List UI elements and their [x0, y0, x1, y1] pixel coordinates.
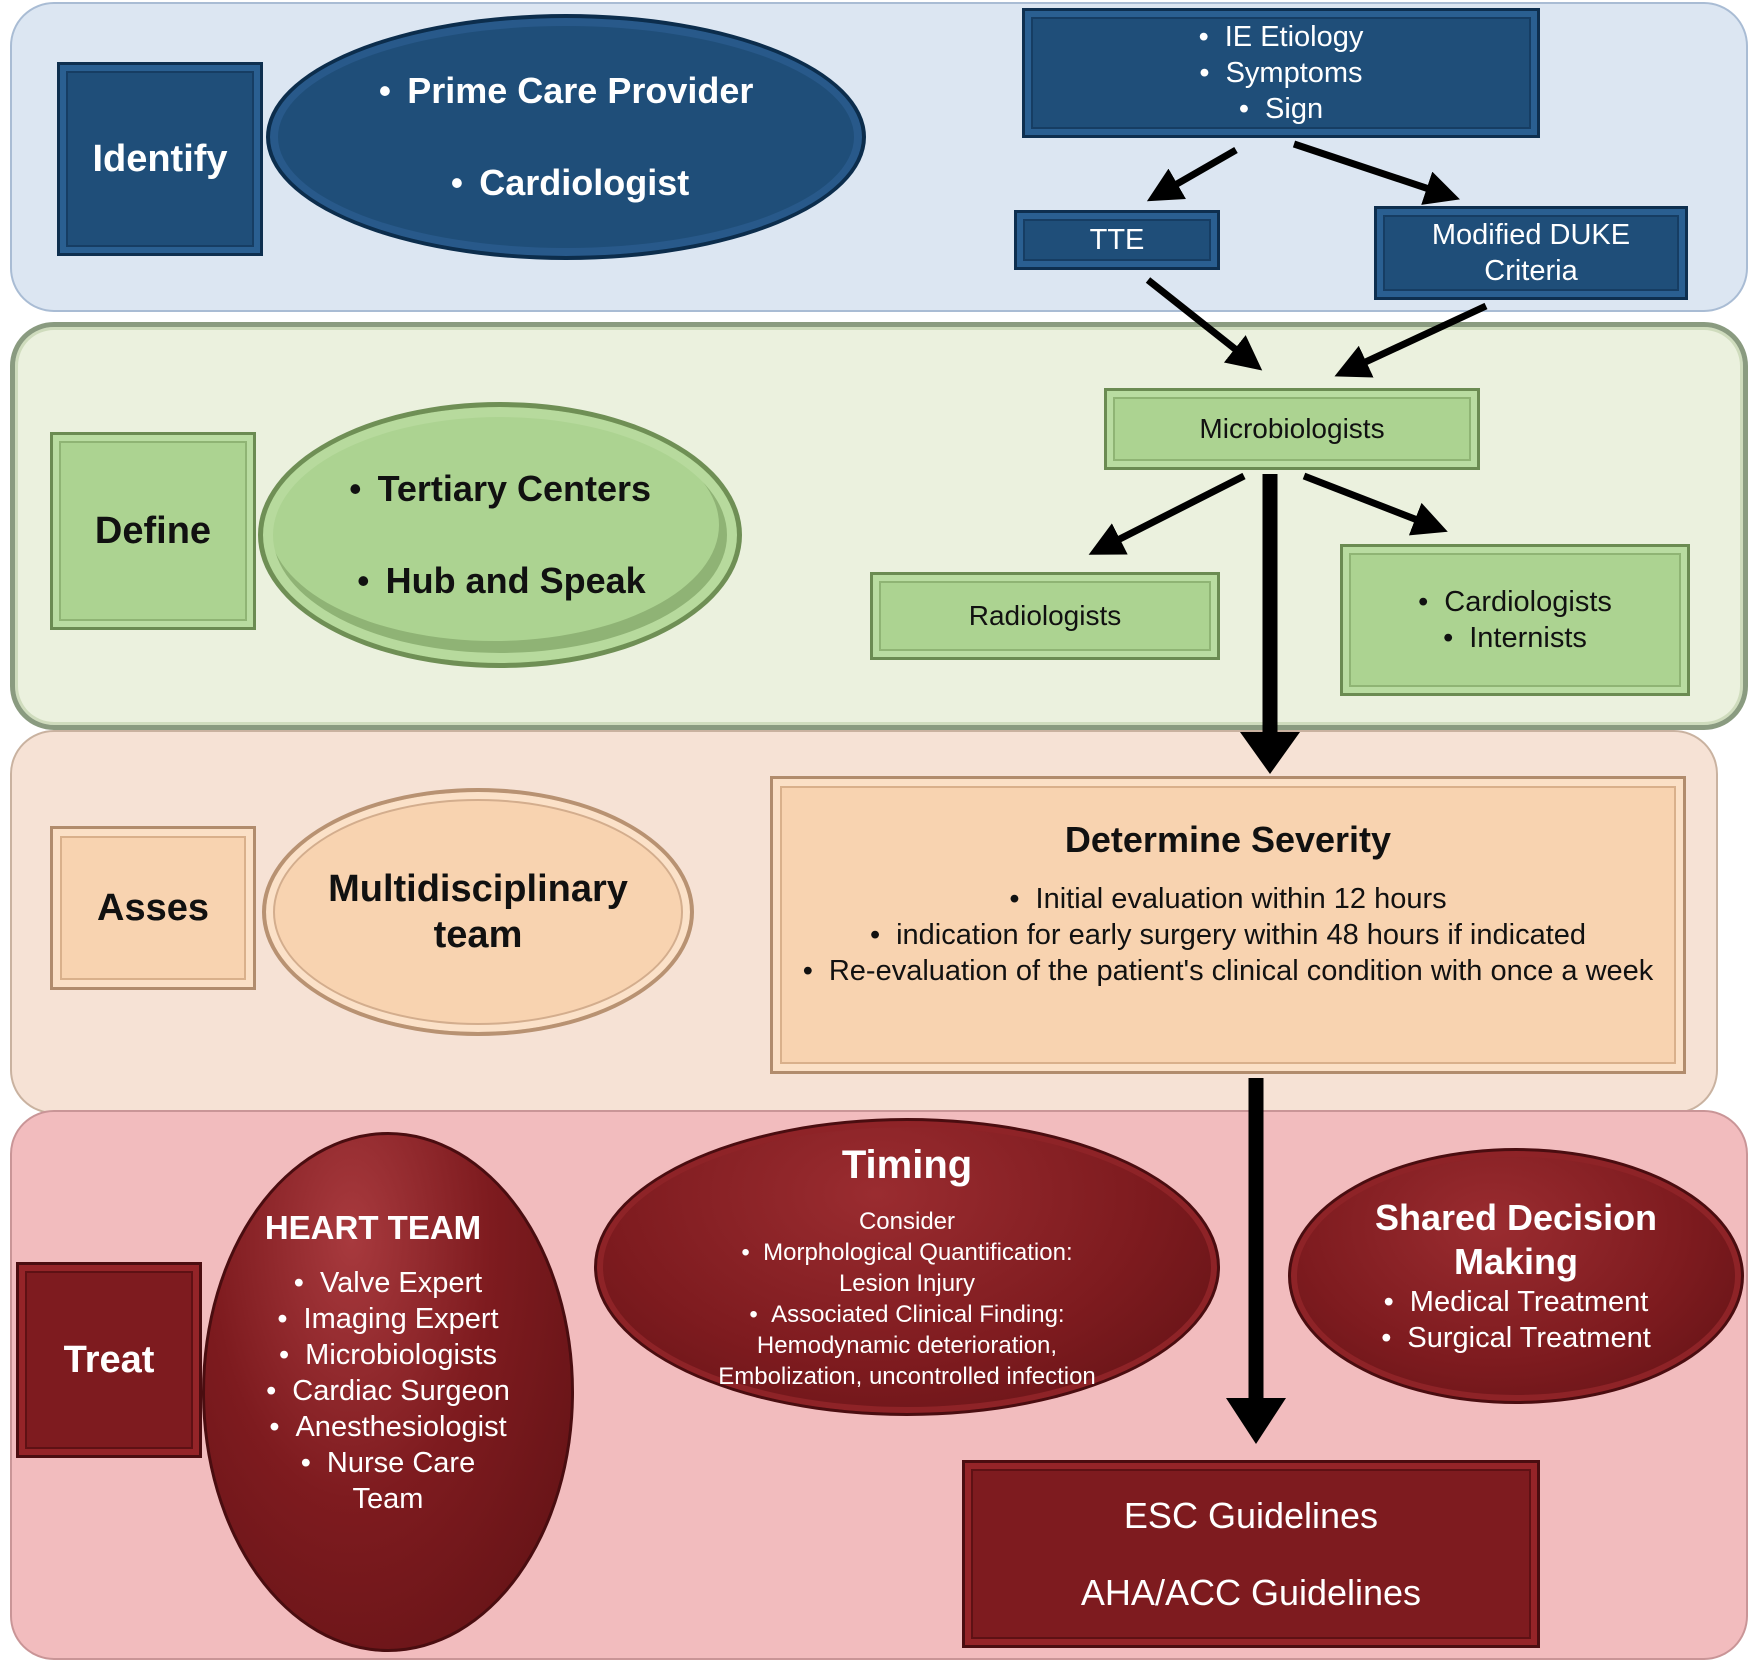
identify-label: Identify [92, 137, 228, 180]
shared-title-2: Making [1453, 1241, 1578, 1282]
timing-item-1-sub: Lesion Injury [838, 1270, 976, 1297]
identify-ellipse-item: Cardiologist [451, 137, 754, 229]
define-label: Define [94, 509, 212, 552]
ie-etiology-item: IE Etiology [1199, 19, 1364, 55]
treat-label-box: Treat [16, 1262, 202, 1458]
identify-ellipse: Prime Care Provider Cardiologist [266, 14, 866, 260]
heart-team-last: Team [352, 1483, 424, 1515]
define-ellipse-item: Hub and Speak [357, 535, 651, 627]
guideline-2: AHA/ACC Guidelines [1080, 1571, 1422, 1613]
heart-team-item: Nurse Care [266, 1445, 510, 1481]
assess-ellipse-line-1: Multidisciplinary [328, 868, 628, 910]
assess-ellipse-line-2: team [433, 914, 523, 956]
timing-item-2-sub-2: Embolization, uncontrolled infection [718, 1363, 1096, 1390]
timing-item-2-line: • Associated Clinical Finding: [749, 1301, 1065, 1328]
assess-label-box: Asses [50, 826, 256, 990]
timing-title: Timing [841, 1143, 973, 1187]
timing-item-2: Associated Clinical Finding: [771, 1301, 1065, 1328]
heart-team-item: Anesthesiologist [266, 1409, 510, 1445]
heart-team-title: HEART TEAM [264, 1209, 482, 1246]
microbiologists-box: Microbiologists [1104, 388, 1480, 470]
microbiologists-label: Microbiologists [1199, 413, 1385, 444]
ie-etiology-item: Sign [1199, 91, 1364, 127]
treat-label: Treat [63, 1338, 155, 1381]
radiologists-label: Radiologists [968, 600, 1122, 631]
cardiologists-internists-box: Cardiologists Internists [1340, 544, 1690, 696]
shared-item: Surgical Treatment [1381, 1320, 1650, 1356]
heart-team-item: Valve Expert [266, 1265, 510, 1301]
heart-team-item: Microbiologists [266, 1337, 510, 1373]
timing-ellipse: Timing Consider • Morphological Quantifi… [594, 1118, 1220, 1416]
timing-item-2-sub-1: Hemodynamic deterioration, [756, 1332, 1058, 1359]
define-right-item: Cardiologists [1418, 584, 1612, 620]
guideline-1: ESC Guidelines [1123, 1494, 1379, 1536]
heart-team-ellipse: HEART TEAM Valve Expert Imaging Expert M… [202, 1132, 574, 1652]
identify-ellipse-item: Prime Care Provider [379, 45, 753, 137]
determine-severity-box: Determine Severity Initial evaluation wi… [770, 776, 1686, 1074]
define-ellipse: Tertiary Centers Hub and Speak [258, 402, 742, 668]
define-right-item: Internists [1418, 620, 1612, 656]
timing-consider: Consider [858, 1208, 956, 1235]
duke-line-1: Modified DUKE [1431, 219, 1631, 251]
timing-item-1-line: • Morphological Quantification: [741, 1239, 1073, 1266]
shared-item: Medical Treatment [1381, 1284, 1651, 1320]
heart-team-item: Imaging Expert [266, 1301, 510, 1337]
tte-box: TTE [1014, 210, 1220, 270]
assess-label: Asses [97, 886, 209, 929]
identify-label-box: Identify [57, 62, 263, 256]
shared-title-1: Shared Decision [1374, 1197, 1658, 1238]
severity-item: Re-evaluation of the patient's clinical … [803, 953, 1653, 989]
tte-label: TTE [1089, 223, 1145, 256]
radiologists-box: Radiologists [870, 572, 1220, 660]
assess-ellipse: Multidisciplinary team [262, 788, 694, 1036]
ie-etiology-box: IE Etiology Symptoms Sign [1022, 8, 1540, 138]
timing-item-1: Morphological Quantification: [763, 1239, 1073, 1266]
modified-duke-box: Modified DUKE Criteria [1374, 206, 1688, 300]
severity-item: indication for early surgery within 48 h… [803, 917, 1654, 953]
ie-etiology-item: Symptoms [1199, 55, 1364, 91]
define-ellipse-item: Tertiary Centers [349, 443, 651, 535]
severity-item: Initial evaluation within 12 hours [803, 881, 1654, 917]
shared-decision-ellipse: Shared Decision Making Medical Treatment… [1288, 1148, 1744, 1404]
guidelines-box: ESC Guidelines AHA/ACC Guidelines [962, 1460, 1540, 1648]
heart-team-item: Cardiac Surgeon [266, 1373, 510, 1409]
severity-title: Determine Severity [1064, 819, 1392, 860]
define-label-box: Define [50, 432, 256, 630]
duke-line-2: Criteria [1484, 255, 1578, 287]
